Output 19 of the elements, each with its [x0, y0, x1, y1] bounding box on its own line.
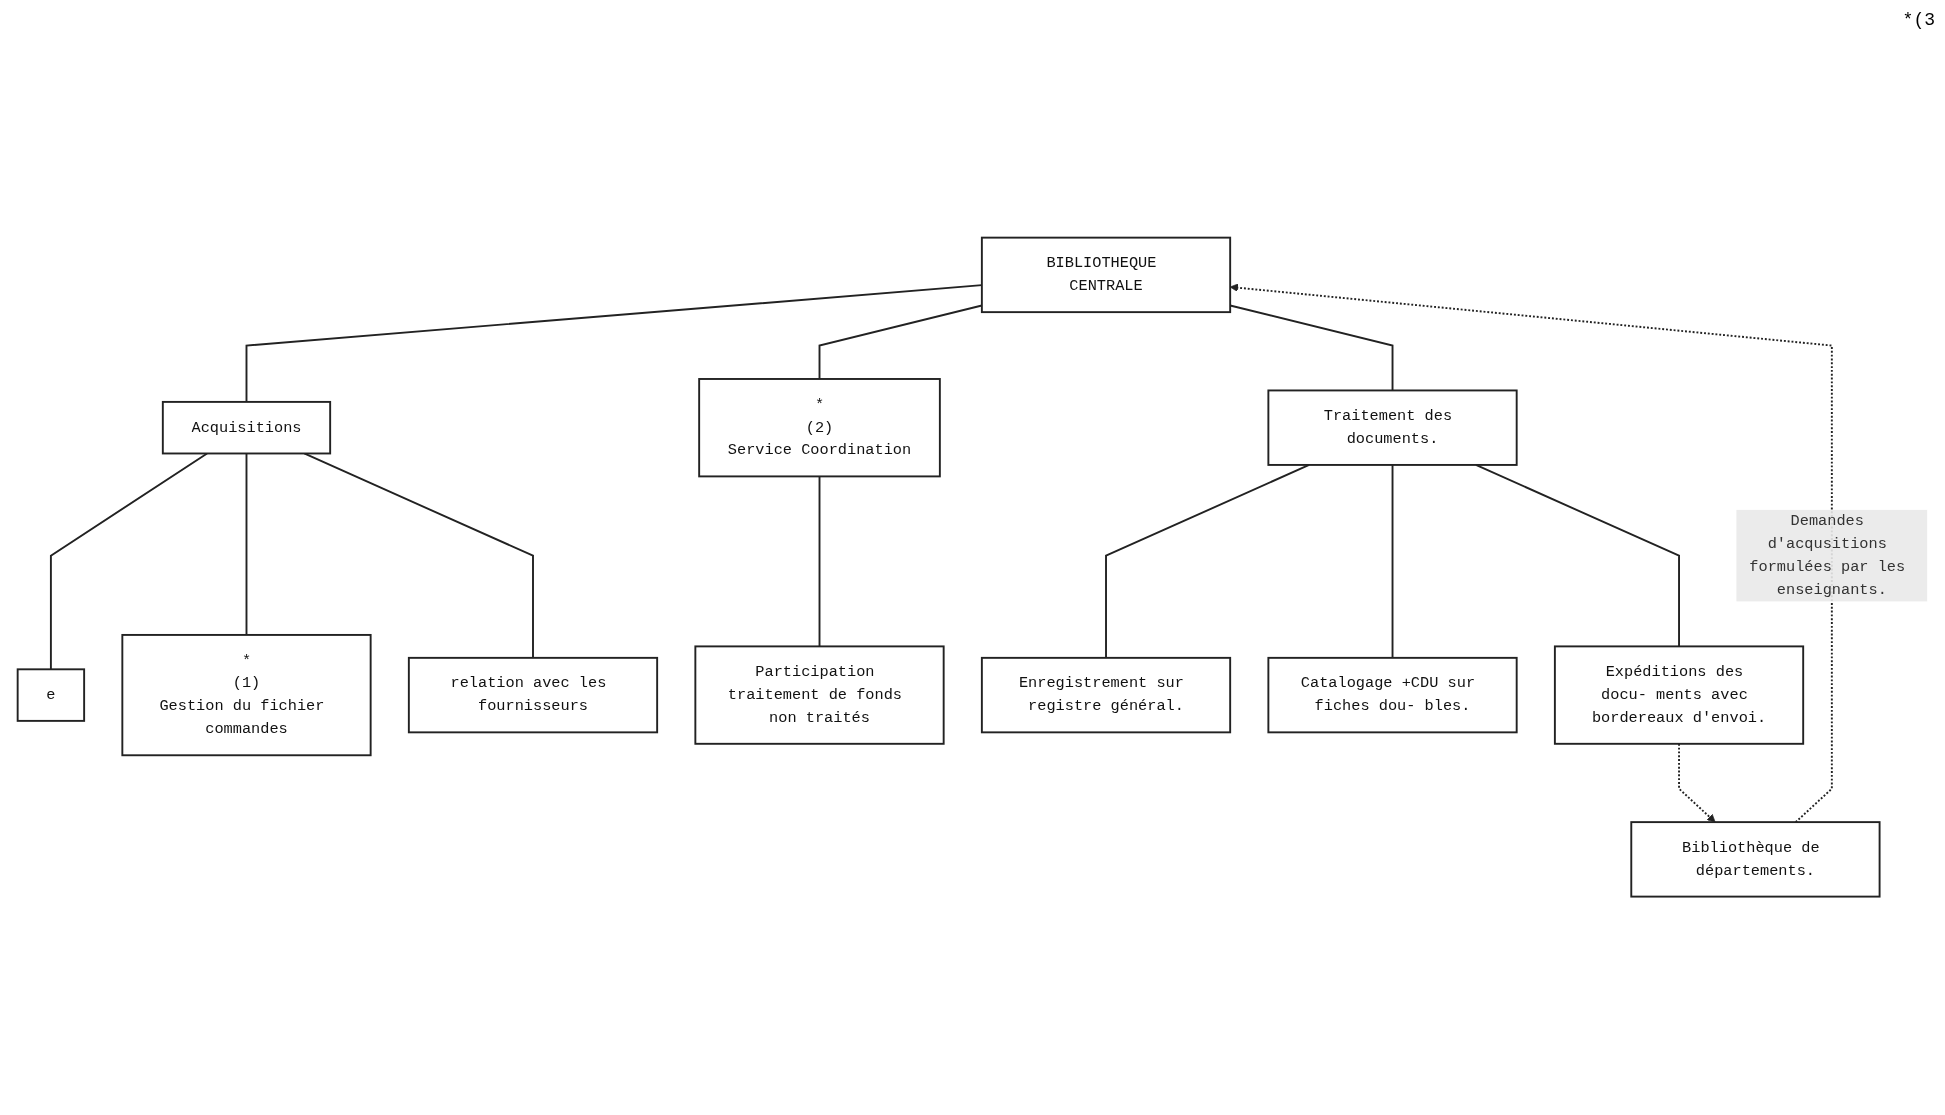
node-box: Participation traitement de fonds non traités	[694, 645, 945, 746]
node-box: BIBLIOTHEQUE CENTRALE	[980, 237, 1232, 314]
node-box: Expéditions des docu- ments avec bordereaux d'envoi.	[1553, 645, 1805, 746]
connector	[1391, 464, 1394, 660]
connector	[245, 452, 248, 637]
node-box: Enregistrement sur registre général.	[980, 657, 1232, 734]
connector	[49, 452, 209, 671]
node-box: Bibliothèque de départements.	[1630, 821, 1881, 898]
footnote-mark: *(3	[1902, 10, 1935, 30]
node-box: Catalogage +CDU sur fiches dou- bles.	[1267, 657, 1518, 734]
node-box: relation avec les fournisseurs	[407, 657, 659, 734]
connector	[303, 452, 534, 660]
node-box: e	[16, 668, 86, 723]
node-box: Acquisitions	[161, 401, 332, 455]
node-box: Traitement des documents.	[1267, 389, 1518, 467]
edge-label: Demandes d'acqusitions formulées par les enseignants.	[1749, 513, 1906, 600]
node-box: * (2) Service Coordination	[698, 378, 941, 478]
node-box: * (1) Gestion du fichier commandes	[121, 634, 372, 757]
connector	[818, 475, 821, 648]
